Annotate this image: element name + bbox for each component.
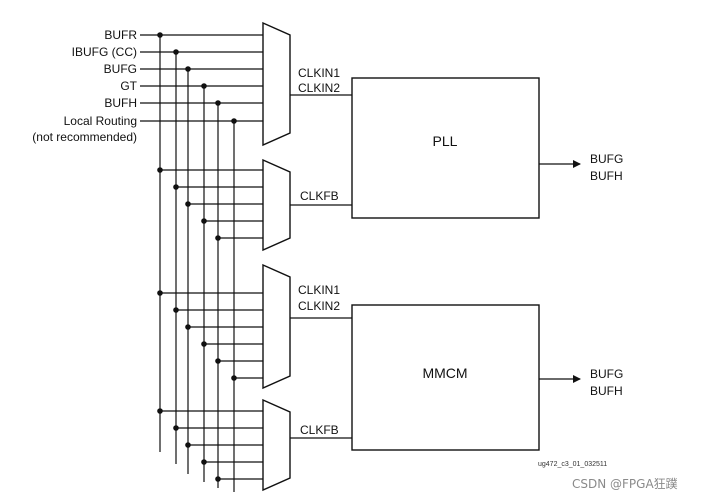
mmcm-clkin1-label: CLKIN1 [298, 283, 340, 297]
mmcm-clkin-mux [262, 263, 291, 390]
mmcm-clkfb-mux [262, 398, 291, 492]
source-label-gt: GT [120, 79, 137, 93]
figure-id: ug472_c3_01_032511 [538, 461, 607, 468]
output-arrows [539, 160, 581, 383]
junction-dot [157, 167, 163, 173]
junction-dot [215, 100, 221, 106]
mmcm-block [351, 304, 540, 451]
pll-clkfb-mux [262, 158, 291, 252]
pll-name: PLL [433, 133, 458, 149]
mmcm-clkin2-label: CLKIN2 [298, 299, 340, 313]
mmcm-output-bufh: BUFH [590, 384, 623, 398]
junction-dot [185, 324, 191, 330]
junction-dot [215, 358, 221, 364]
source-label-not-recommended: (not recommended) [32, 130, 137, 144]
source-label-bufr: BUFR [104, 28, 137, 42]
junction-dot [215, 235, 221, 241]
junction-dot [231, 375, 237, 381]
multiplexers [262, 21, 291, 492]
source-label-bufg: BUFG [104, 62, 137, 76]
mmcm-name: MMCM [422, 365, 467, 381]
junction-dot [215, 476, 221, 482]
junction-dot [173, 307, 179, 313]
watermark: CSDN @FPGA狂蹼 [572, 476, 678, 491]
pll-output-bufh: BUFH [590, 169, 623, 183]
mmcm-clkfb-label: CLKFB [300, 423, 339, 437]
junction-dot [201, 218, 207, 224]
pll-clkin2-label: CLKIN2 [298, 81, 340, 95]
source-label-local-routing: Local Routing [64, 114, 137, 128]
junction-dot [173, 425, 179, 431]
source-label-bufh: BUFH [104, 96, 137, 110]
junction-dots [157, 32, 237, 482]
junction-dot [185, 66, 191, 72]
pll-block [351, 77, 540, 219]
junction-dot [201, 83, 207, 89]
junction-dot [185, 201, 191, 207]
junction-dot [157, 290, 163, 296]
clock-blocks [351, 77, 540, 451]
junction-dot [173, 49, 179, 55]
source-label-ibufg: IBUFG (CC) [72, 45, 137, 59]
routing-wires [140, 34, 352, 492]
junction-dot [157, 408, 163, 414]
pll-clkin1-label: CLKIN1 [298, 66, 340, 80]
junction-dot [185, 442, 191, 448]
pll-clkin-mux [262, 21, 291, 147]
pll-clkfb-label: CLKFB [300, 189, 339, 203]
junction-dot [173, 184, 179, 190]
junction-dot [231, 118, 237, 124]
junction-dot [201, 459, 207, 465]
junction-dot [157, 32, 163, 38]
junction-dot [201, 341, 207, 347]
mmcm-output-bufg: BUFG [590, 367, 623, 381]
pll-output-bufg: BUFG [590, 152, 623, 166]
